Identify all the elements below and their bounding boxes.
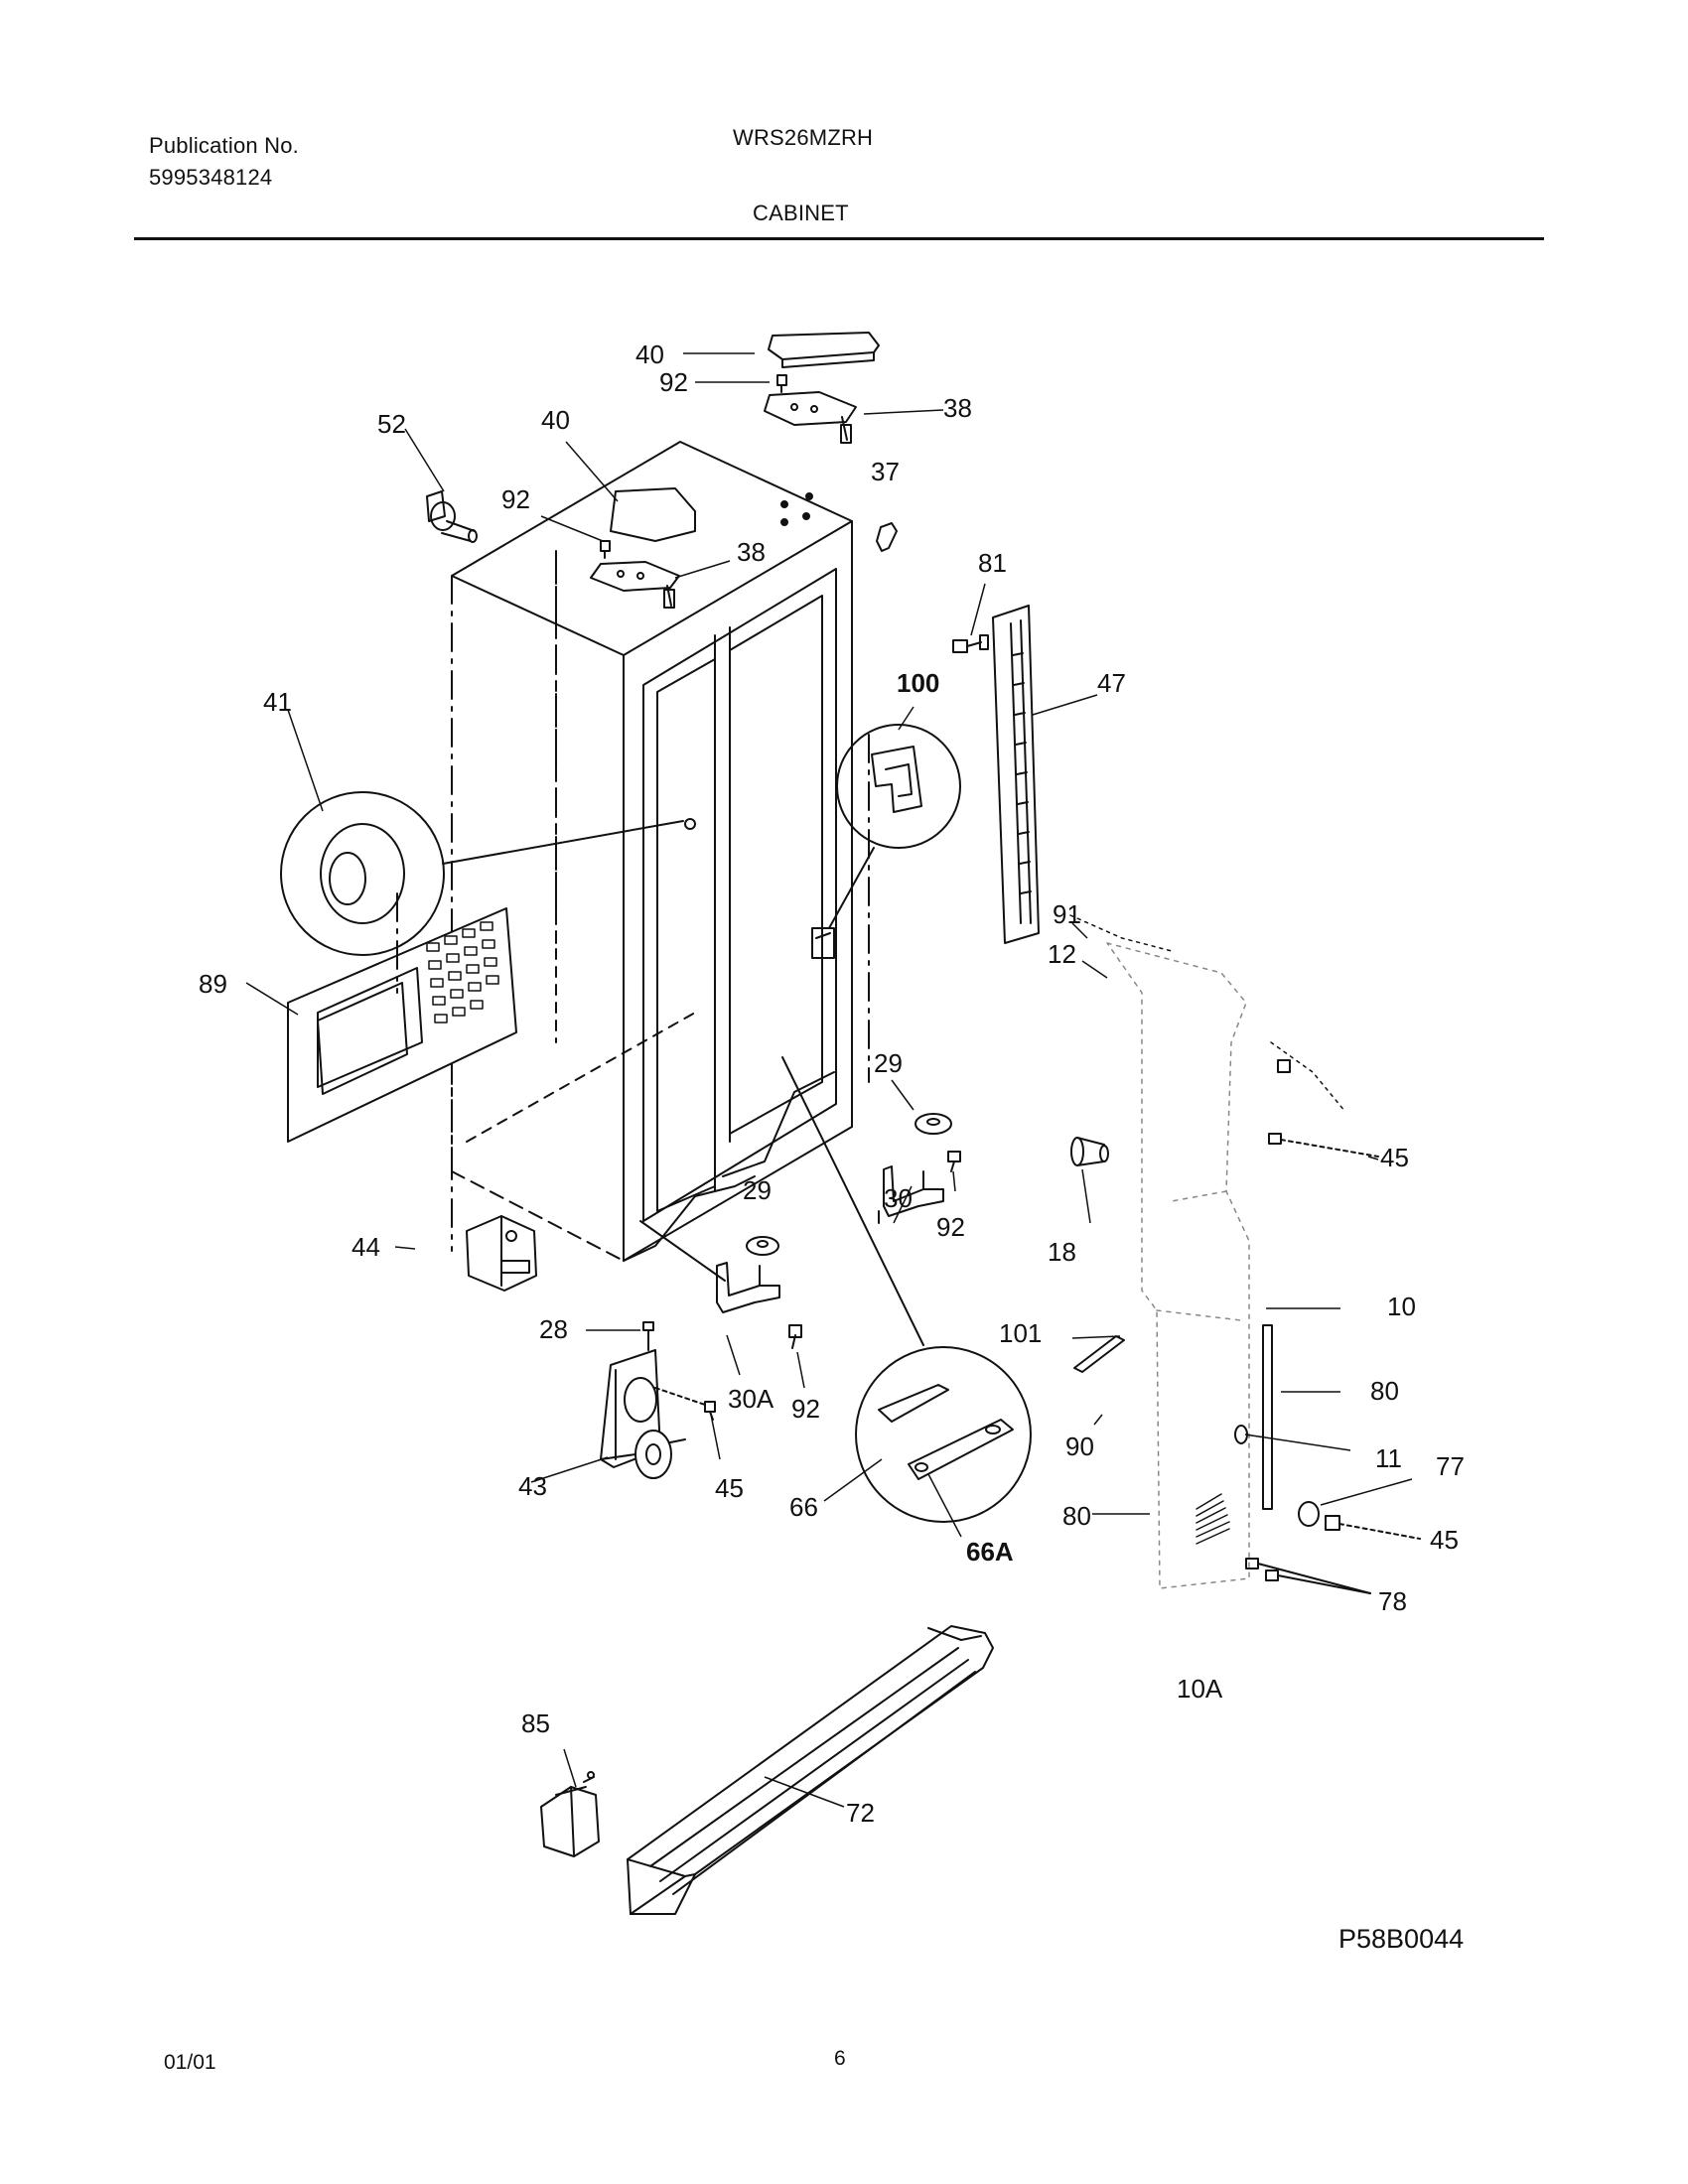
callout-78: 78: [1378, 1586, 1407, 1616]
screw-92-center: [788, 1324, 802, 1349]
callout-52: 52: [377, 409, 406, 439]
bracket-80: [1234, 1324, 1273, 1510]
screw-45-roller: [654, 1387, 716, 1421]
callout-72: 72: [846, 1798, 875, 1828]
callout-77: 77: [1436, 1451, 1465, 1481]
callout-45: 45: [1430, 1525, 1459, 1555]
section-title: CABINET: [753, 201, 849, 225]
part-37: [876, 522, 898, 552]
publication-label: Publication No.: [149, 133, 299, 158]
callout-89: 89: [199, 969, 227, 999]
callout-41: 41: [263, 687, 292, 717]
callout-37: 37: [871, 457, 900, 486]
detail-circle-66: [781, 1056, 1032, 1523]
callout-38: 38: [737, 537, 766, 567]
callout-43: 43: [518, 1471, 547, 1501]
part-101: [1073, 1335, 1125, 1373]
callout-92: 92: [501, 484, 530, 514]
screw-45-right-mid: [1268, 1133, 1379, 1158]
screw-92-lower: [600, 540, 611, 559]
screw-92-upper: [776, 374, 787, 393]
screw-45-right-lower: [1325, 1515, 1421, 1540]
callout-40: 40: [635, 340, 664, 369]
page-number: 6: [834, 2047, 846, 2070]
washer-29-lower: [746, 1236, 779, 1256]
screw-92-right: [947, 1151, 961, 1172]
hinge-38-lower: [590, 561, 680, 609]
header-rule: [134, 237, 1544, 240]
screw-81: [952, 634, 989, 653]
callout-91: 91: [1053, 899, 1081, 929]
callout-28: 28: [539, 1314, 568, 1344]
hinge-cover-upper: [768, 332, 880, 368]
bracket-30: [878, 1165, 944, 1224]
callout-30: 30: [884, 1183, 913, 1213]
callout-38: 38: [943, 393, 972, 423]
toe-grille-72: [627, 1625, 994, 1915]
callout-81: 81: [978, 548, 1007, 578]
callout-80: 80: [1062, 1501, 1091, 1531]
callout-29: 29: [874, 1048, 903, 1078]
callout-11: 11: [1375, 1443, 1402, 1473]
callout-44: 44: [352, 1232, 380, 1262]
part-52: [426, 490, 478, 543]
detail-circle-100: [811, 724, 961, 959]
callout-18: 18: [1048, 1237, 1076, 1267]
roller-assembly-43: [600, 1349, 686, 1479]
drawing-code: P58B0044: [1338, 1924, 1465, 1954]
callout-90: 90: [1065, 1432, 1094, 1461]
screw-28: [642, 1321, 654, 1351]
callout-101: 101: [999, 1318, 1042, 1348]
callout-47: 47: [1097, 668, 1126, 698]
callout-66: 66: [789, 1492, 818, 1522]
model-number: WRS26MZRH: [733, 125, 874, 150]
callout-45: 45: [715, 1473, 744, 1503]
callout-45: 45: [1380, 1143, 1409, 1172]
callout-10A: 10A: [1177, 1674, 1223, 1704]
callout-40: 40: [541, 405, 570, 435]
callout-100: 100: [897, 668, 939, 698]
callout-12: 12: [1048, 939, 1076, 969]
washer-77: [1298, 1501, 1320, 1527]
callout-10: 10: [1387, 1292, 1416, 1321]
callout-66A: 66A: [966, 1537, 1014, 1567]
panel-10A: [1106, 942, 1250, 1589]
callout-30A: 30A: [728, 1384, 774, 1414]
callout-92: 92: [791, 1394, 820, 1424]
publication-date: 01/01: [164, 2051, 216, 2074]
callout-85: 85: [521, 1708, 550, 1738]
hinge-38-upper: [764, 391, 857, 444]
screws-78: [1245, 1558, 1371, 1594]
part-44: [466, 1215, 537, 1292]
vent-slots: [1196, 1493, 1230, 1545]
part-85: [540, 1771, 600, 1857]
callout-92: 92: [659, 367, 688, 397]
callout-80: 80: [1370, 1376, 1399, 1406]
bracket-30A: [639, 1220, 780, 1313]
part-18: [1070, 1137, 1109, 1166]
hinge-cover-lower: [610, 487, 696, 542]
callout-29: 29: [743, 1175, 772, 1205]
grille-89: [287, 892, 517, 1143]
screw-45-right-upper: [1277, 1059, 1291, 1073]
callout-92: 92: [936, 1212, 965, 1242]
publication-number: 5995348124: [149, 165, 273, 190]
rail-47: [992, 605, 1040, 944]
washer-29-upper: [914, 1113, 952, 1135]
detail-circle-41: [280, 791, 684, 956]
